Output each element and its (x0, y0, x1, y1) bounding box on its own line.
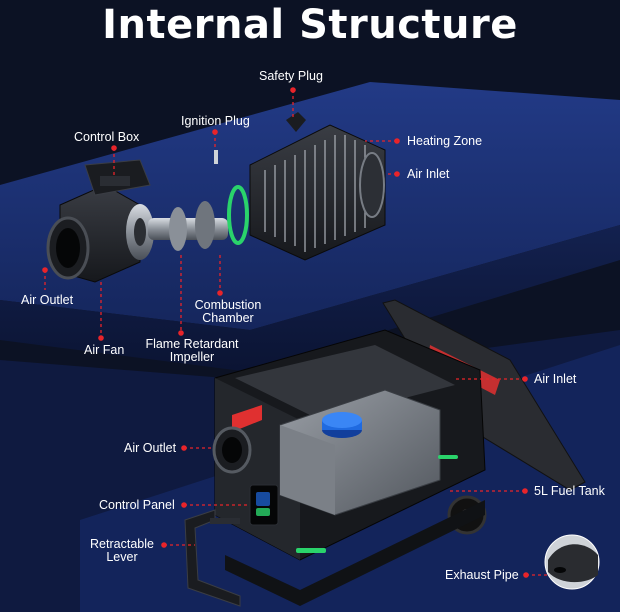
label-air-outlet-bottom: Air Outlet (124, 441, 177, 455)
label-exhaust-pipe: Exhaust Pipe (445, 568, 519, 582)
label-retractable-lever-line2: Lever (106, 550, 138, 564)
label-air-inlet-bottom: Air Inlet (534, 372, 577, 386)
label-heating-zone: Heating Zone (407, 134, 483, 148)
label-retractable-lever: Retractable Lever (84, 538, 160, 564)
label-ignition-plug: Ignition Plug (181, 114, 250, 128)
label-control-box: Control Box (74, 130, 140, 144)
label-air-inlet-top: Air Inlet (407, 167, 450, 181)
label-safety-plug: Safety Plug (259, 69, 323, 83)
label-combustion-chamber-line2: Chamber (202, 311, 254, 325)
page-title: Internal Structure (102, 2, 518, 48)
exploded-heater-illustration (46, 112, 386, 283)
label-flame-retardant-impeller: Flame Retardant Impeller (136, 338, 248, 364)
label-retractable-lever-line1: Retractable (90, 537, 154, 551)
leader-dots (42, 87, 529, 578)
label-combustion-chamber-line1: Combustion (194, 298, 262, 312)
label-air-fan: Air Fan (84, 343, 125, 357)
label-control-panel: Control Panel (99, 498, 175, 512)
label-air-outlet-top: Air Outlet (21, 293, 74, 307)
leader-lines (44, 90, 550, 576)
heater-unit-illustration (184, 299, 600, 607)
label-flame-retardant-impeller-line1: Flame Retardant (145, 337, 239, 351)
label-flame-retardant-impeller-line2: Impeller (169, 350, 215, 364)
label-fuel-tank: 5L Fuel Tank (534, 484, 605, 498)
label-combustion-chamber: Combustion Chamber (187, 299, 269, 325)
